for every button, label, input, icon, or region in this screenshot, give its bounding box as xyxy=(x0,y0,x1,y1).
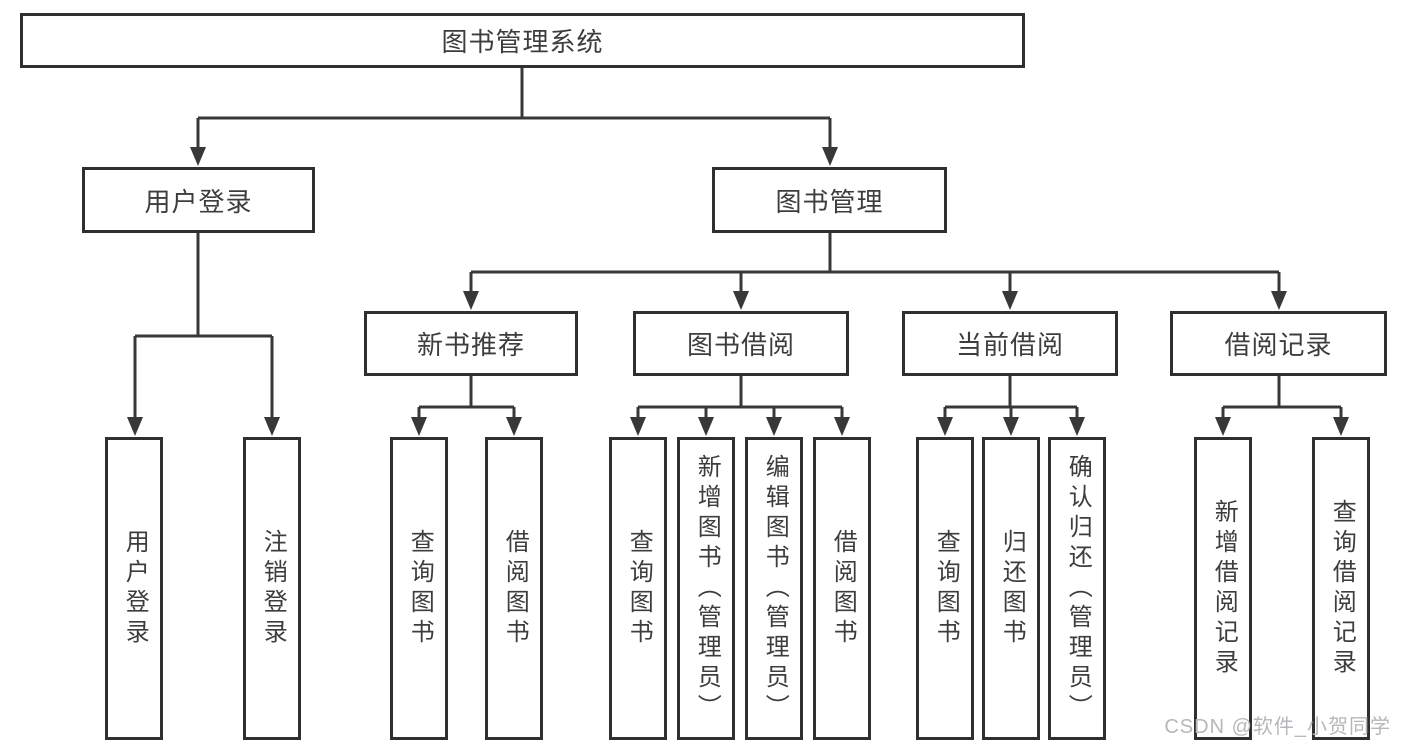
node-leaf-borrow-book-label: 借阅图书 xyxy=(829,528,857,649)
node-leaf-return-book-label: 归还图书 xyxy=(998,528,1026,649)
node-leaf-query-book-current: 查询图书 xyxy=(916,437,974,740)
node-root-label: 图书管理系统 xyxy=(441,27,604,57)
node-leaf-query-borrow-record-label: 查询借阅记录 xyxy=(1328,498,1356,679)
watermark: CSDN @软件_小贺同学 xyxy=(1164,716,1391,738)
node-borrow-records-label: 借阅记录 xyxy=(1224,330,1333,360)
connector-book-borrow-to-leaves xyxy=(630,376,850,436)
connector-borrow-records-to-leaves xyxy=(1215,376,1349,436)
node-leaf-logout: 注销登录 xyxy=(243,437,301,740)
node-leaf-query-borrow-record: 查询借阅记录 xyxy=(1312,437,1370,740)
node-leaf-query-book-current-label: 查询图书 xyxy=(932,528,960,649)
node-new-book-recommend-label: 新书推荐 xyxy=(416,330,525,360)
node-leaf-borrow-book: 借阅图书 xyxy=(813,437,871,740)
node-leaf-confirm-return-admin: 确认归还（管理员） xyxy=(1048,437,1106,740)
node-leaf-edit-book-admin-label: 编辑图书（管理员） xyxy=(761,453,789,724)
connector-user-login-to-leaves xyxy=(127,232,280,436)
node-borrow-records: 借阅记录 xyxy=(1170,311,1387,376)
connector-root-to-modules xyxy=(190,68,838,166)
node-leaf-confirm-return-admin-label: 确认归还（管理员） xyxy=(1064,453,1092,724)
node-user-login-label: 用户登录 xyxy=(144,186,253,217)
node-leaf-query-book-recommend-label: 查询图书 xyxy=(406,528,434,649)
connector-book-management-to-submodules xyxy=(463,232,1287,310)
node-leaf-user-login-label: 用户登录 xyxy=(121,528,149,649)
node-leaf-logout-label: 注销登录 xyxy=(259,528,287,649)
node-leaf-query-book-borrow: 查询图书 xyxy=(609,437,667,740)
node-leaf-add-book-admin-label: 新增图书（管理员） xyxy=(693,453,721,724)
node-leaf-return-book: 归还图书 xyxy=(982,437,1040,740)
node-leaf-borrow-book-recommend-label: 借阅图书 xyxy=(501,528,529,649)
node-leaf-edit-book-admin: 编辑图书（管理员） xyxy=(745,437,803,740)
node-root: 图书管理系统 xyxy=(20,13,1025,68)
node-book-borrow: 图书借阅 xyxy=(633,311,849,376)
node-leaf-add-book-admin: 新增图书（管理员） xyxy=(677,437,735,740)
node-leaf-user-login: 用户登录 xyxy=(105,437,163,740)
node-current-borrow: 当前借阅 xyxy=(902,311,1118,376)
node-leaf-borrow-book-recommend: 借阅图书 xyxy=(485,437,543,740)
node-current-borrow-label: 当前借阅 xyxy=(955,330,1064,360)
node-book-management-label: 图书管理 xyxy=(775,186,884,217)
connector-new-book-recommend-to-leaves xyxy=(411,376,522,436)
connector-current-borrow-to-leaves xyxy=(937,376,1085,436)
node-user-login: 用户登录 xyxy=(82,167,315,233)
node-leaf-query-book-borrow-label: 查询图书 xyxy=(625,528,653,649)
node-leaf-add-borrow-record-label: 新增借阅记录 xyxy=(1210,498,1238,679)
node-book-management: 图书管理 xyxy=(712,167,947,233)
node-new-book-recommend: 新书推荐 xyxy=(364,311,578,376)
node-leaf-add-borrow-record: 新增借阅记录 xyxy=(1194,437,1252,740)
node-leaf-query-book-recommend: 查询图书 xyxy=(390,437,448,740)
node-book-borrow-label: 图书借阅 xyxy=(686,330,795,360)
